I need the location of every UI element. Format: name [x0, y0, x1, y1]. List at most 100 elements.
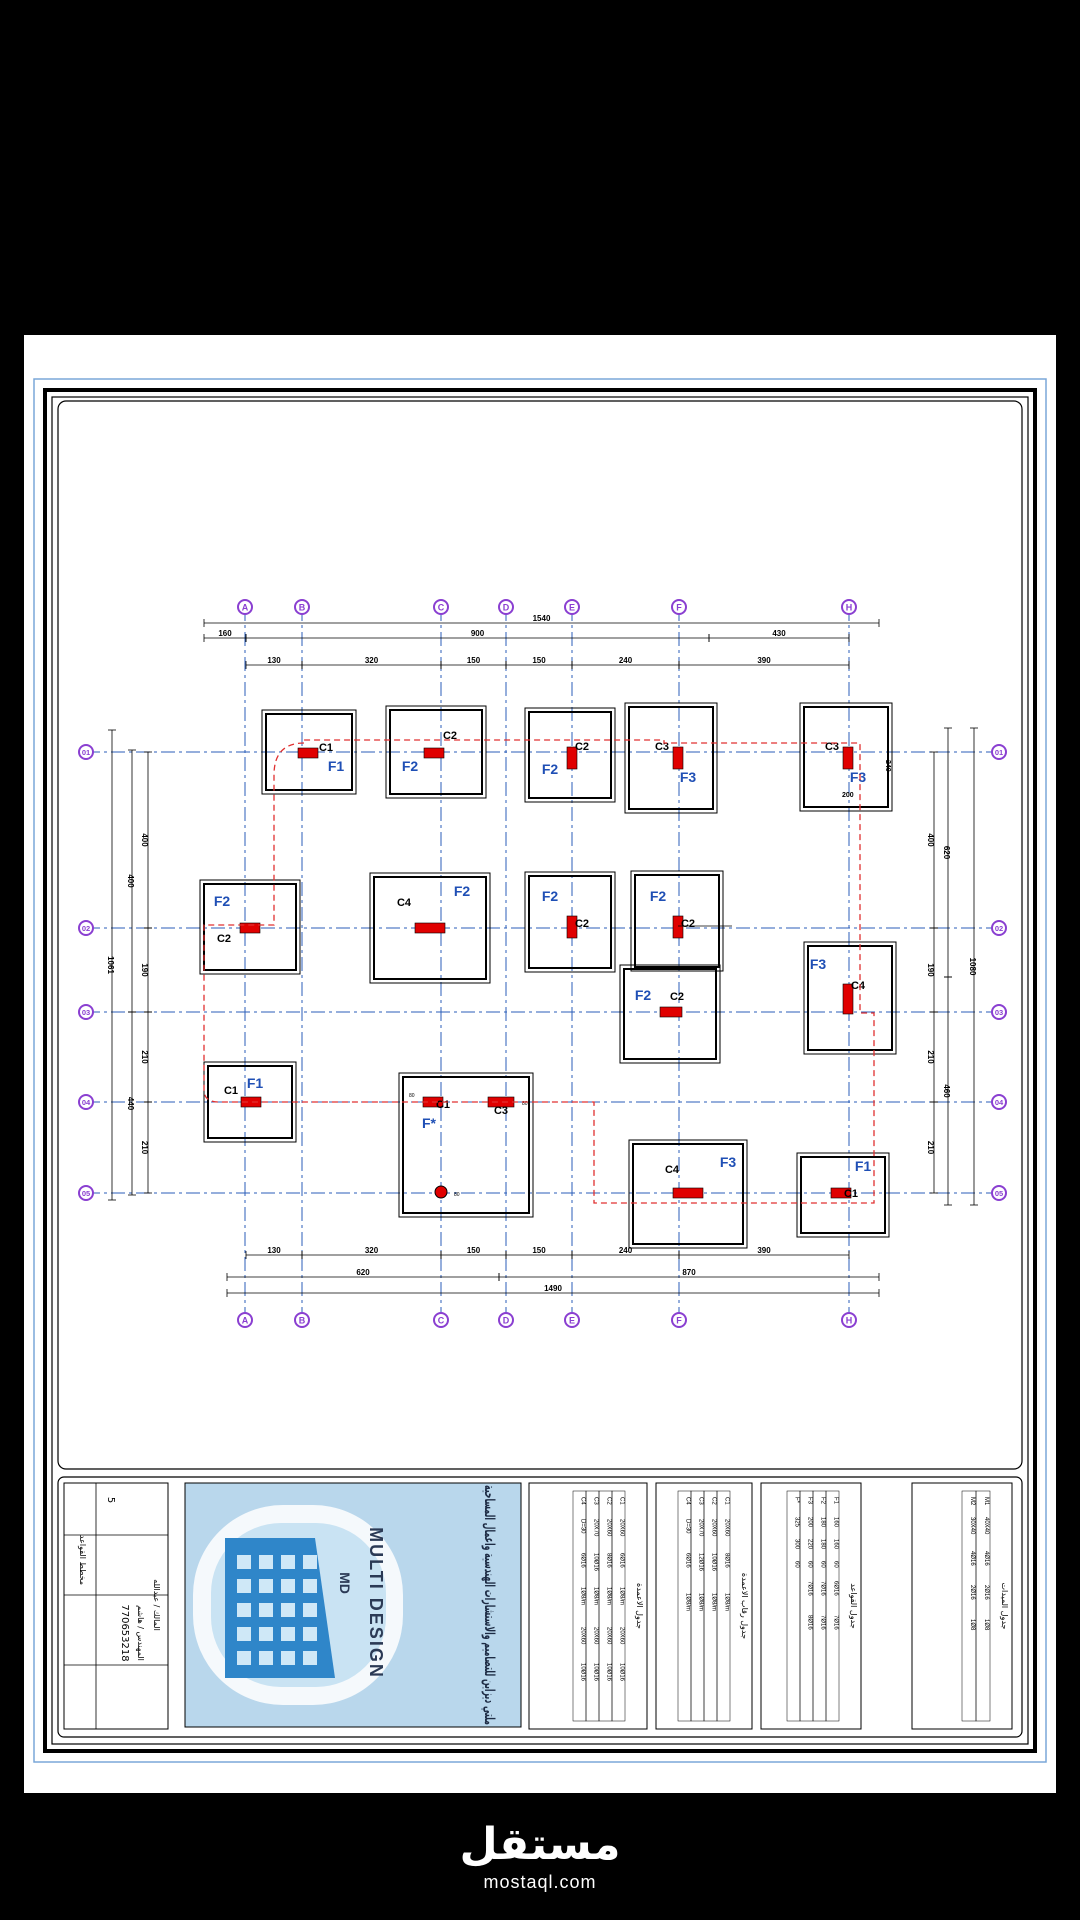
grid-bubble	[237, 1312, 253, 1328]
schedule-cell: 325	[794, 1517, 800, 1528]
dimension-text: 320	[365, 1246, 379, 1255]
schedule-cell: 7Ø16	[820, 1581, 826, 1596]
grid-label-row: 01	[995, 748, 1003, 757]
column	[672, 746, 684, 770]
footing-base	[623, 968, 717, 1060]
footing-label: F2	[650, 888, 667, 904]
dimension-text: 390	[757, 1246, 771, 1255]
engineer-label: المهندس / هاشم	[136, 1605, 145, 1661]
dimension-text: 1490	[544, 1284, 562, 1293]
grid-label-col: H	[846, 603, 853, 613]
footing-base	[803, 706, 889, 808]
footing: F*C1	[398, 1072, 534, 1218]
schedule-cell: 10Ø16	[593, 1663, 599, 1682]
schedule-frame	[911, 1482, 1013, 1730]
grid-label-row: 04	[995, 1098, 1004, 1107]
window	[237, 1579, 251, 1593]
schedule-cell: 160	[833, 1539, 839, 1550]
schedule-title: جدول القواعد	[849, 1583, 858, 1628]
schedule-cell: 6Ø16	[619, 1553, 625, 1568]
grid-label-col: C	[438, 603, 445, 613]
grid-bubble	[433, 599, 449, 615]
footing-label: F1	[855, 1158, 872, 1174]
footing-label: F3	[720, 1154, 737, 1170]
schedule-cell: 20X60	[580, 1627, 586, 1645]
dimension-text: 130	[267, 1246, 281, 1255]
title-block-frame	[57, 1476, 1023, 1738]
watermark: مستقل mostaql.com	[0, 1808, 1080, 1920]
dimension-text: 150	[467, 1246, 481, 1255]
watermark-arabic: مستقل	[459, 1819, 621, 1870]
grid-label-col: A	[242, 1316, 249, 1326]
footing-label: F2	[542, 888, 559, 904]
schedule-cell: 180	[820, 1517, 826, 1528]
footing-outline	[796, 1152, 890, 1238]
schedule-title: جدول الاعمدة	[635, 1583, 644, 1629]
footing-label: F2	[402, 758, 419, 774]
column-label: C2	[443, 730, 457, 742]
window	[281, 1627, 295, 1641]
grid-bubble	[294, 599, 310, 615]
schedule-cell: 160	[833, 1517, 839, 1528]
grid-bubble	[78, 1004, 94, 1020]
column	[830, 1187, 852, 1199]
dimension-text: 150	[532, 1246, 546, 1255]
schedule-cell: F3	[807, 1497, 813, 1505]
schedule-cell: 1Ø8	[969, 1619, 975, 1631]
window	[281, 1555, 295, 1569]
grid-label-row: 02	[82, 924, 90, 933]
grid-bubble	[237, 599, 253, 615]
logo-mark: MD	[337, 1572, 353, 1594]
schedule-cell: 6Ø16	[833, 1581, 839, 1596]
grid-bubble	[78, 744, 94, 760]
footing-base	[528, 875, 612, 969]
column	[239, 922, 261, 934]
schedule-cell: 6Ø16	[580, 1553, 586, 1568]
grid-bubble	[564, 1312, 580, 1328]
schedule-cell: 10Ø16	[593, 1553, 599, 1572]
footing-label: F1	[247, 1075, 264, 1091]
column	[423, 747, 445, 759]
grid-label-col: D	[503, 603, 510, 613]
schedule-cell: 20X60	[724, 1519, 730, 1537]
footing-outline	[261, 709, 357, 795]
footing-outline	[803, 941, 897, 1055]
dimension-text: 400	[126, 874, 135, 888]
inner-border	[51, 396, 1029, 1745]
schedule-cell: C4	[580, 1497, 586, 1505]
schedule-cell: 6Ø16	[685, 1553, 691, 1568]
column-label: C4	[665, 1164, 680, 1176]
window	[303, 1651, 317, 1665]
column	[566, 915, 578, 939]
building-icon	[225, 1538, 335, 1678]
schedule-cell: C2	[606, 1497, 612, 1505]
dimension-text: 210	[926, 1141, 935, 1155]
schedule-cell: 220	[807, 1539, 813, 1550]
grid-bubble	[498, 1312, 514, 1328]
schedule-cell: F*	[794, 1497, 800, 1504]
grid-bubble	[78, 1185, 94, 1201]
footing-outline	[619, 964, 721, 1064]
schedule-cell: 7Ø16	[807, 1581, 813, 1596]
window	[281, 1603, 295, 1617]
schedule-cell: 20X60	[606, 1519, 612, 1537]
grid-label-row: 03	[82, 1008, 90, 1017]
owner-label: المالك / عبدالله	[152, 1579, 161, 1631]
window	[259, 1555, 273, 1569]
schedule-cell: M1	[983, 1497, 989, 1506]
dimension-text: 1061	[106, 956, 115, 974]
footing-label: F*	[422, 1115, 437, 1131]
column	[842, 746, 854, 770]
footing-base	[632, 1143, 744, 1245]
column	[672, 915, 684, 939]
dimension-mark: 80	[454, 1192, 460, 1198]
schedule-cell: 2Ø16	[983, 1585, 989, 1600]
schedule-cell: C2	[711, 1497, 717, 1505]
